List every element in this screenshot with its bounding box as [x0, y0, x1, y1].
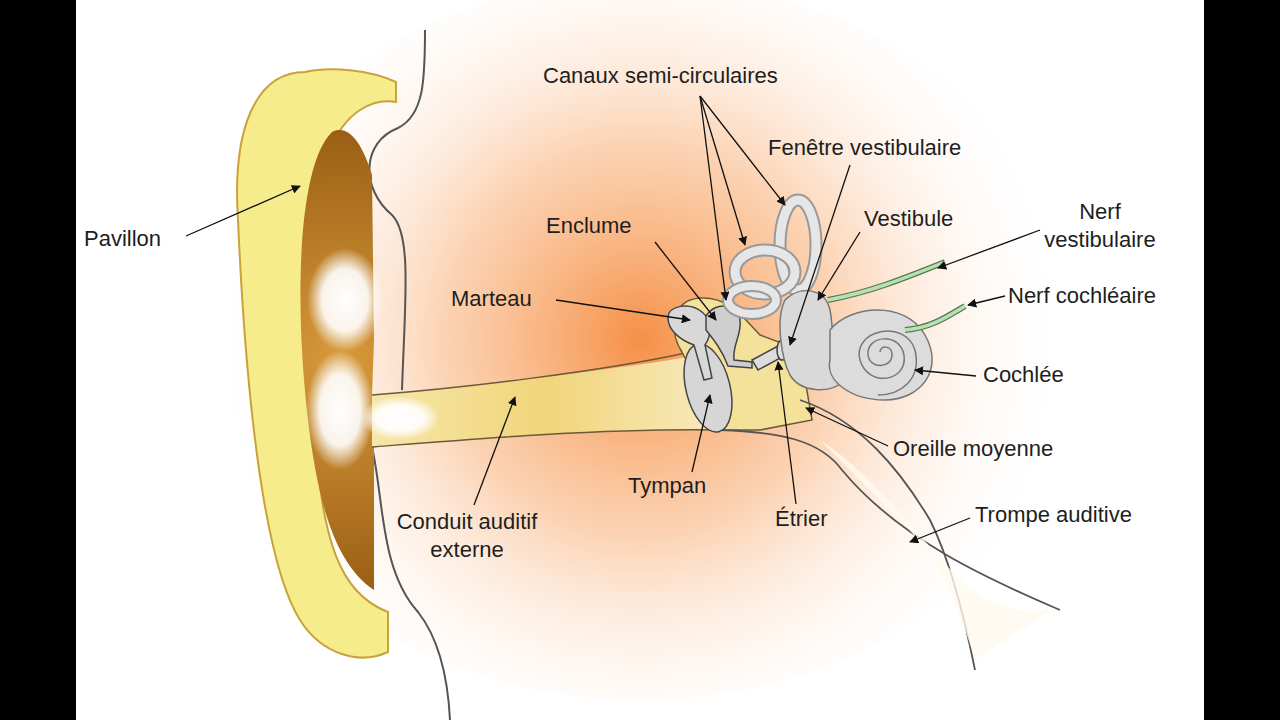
part-label: Marteau — [451, 285, 532, 313]
part-label: Conduit auditif externe — [382, 508, 552, 564]
cochlea — [829, 310, 932, 400]
part-label: Canaux semi-circulaires — [543, 62, 778, 90]
pinna — [237, 69, 396, 657]
part-label: Nerf vestibulaire — [1030, 198, 1170, 254]
highlight — [360, 396, 440, 440]
leader-lines — [186, 96, 1040, 542]
highlight — [307, 248, 383, 352]
vestibular-nerve — [828, 262, 945, 300]
leader-line — [806, 408, 888, 446]
tube-lumen — [820, 440, 1055, 660]
cochlea-spiral — [859, 331, 916, 395]
part-label: Enclume — [546, 212, 632, 240]
canal-wall — [372, 352, 690, 395]
part-label: Tympan — [628, 472, 706, 500]
leader-line — [700, 96, 745, 245]
part-label: Nerf cochléaire — [1008, 282, 1156, 310]
leader-line — [186, 186, 300, 236]
leader-line — [700, 96, 726, 300]
concha — [300, 130, 374, 590]
leader-line — [818, 232, 860, 300]
vestibular-nerve — [828, 262, 945, 300]
part-label: Pavillon — [84, 225, 161, 253]
part-label: Étrier — [775, 505, 828, 533]
part-label: Oreille moyenne — [893, 435, 1053, 463]
leader-line — [915, 370, 976, 376]
leader-line — [968, 296, 1005, 305]
skin-outline — [372, 447, 450, 720]
cochlear-nerve — [905, 306, 965, 330]
part-label: Vestibule — [864, 205, 953, 233]
part-label: Fenêtre vestibulaire — [768, 134, 961, 162]
cochlea-body — [829, 310, 932, 400]
leader-line — [910, 518, 970, 542]
leader-line — [474, 397, 515, 505]
leader-line — [938, 230, 1040, 268]
leader-line — [556, 300, 690, 320]
leader-line — [790, 165, 850, 345]
part-label: Cochlée — [983, 361, 1064, 389]
orange-glow — [200, 0, 1080, 700]
leader-line — [692, 395, 710, 472]
leader-line — [778, 362, 796, 504]
leader-line — [655, 242, 716, 320]
semicircular-canal — [728, 286, 776, 314]
cochlear-nerve — [905, 306, 965, 330]
semicircular-canal — [728, 286, 776, 314]
part-label: Trompe auditive — [975, 501, 1132, 529]
